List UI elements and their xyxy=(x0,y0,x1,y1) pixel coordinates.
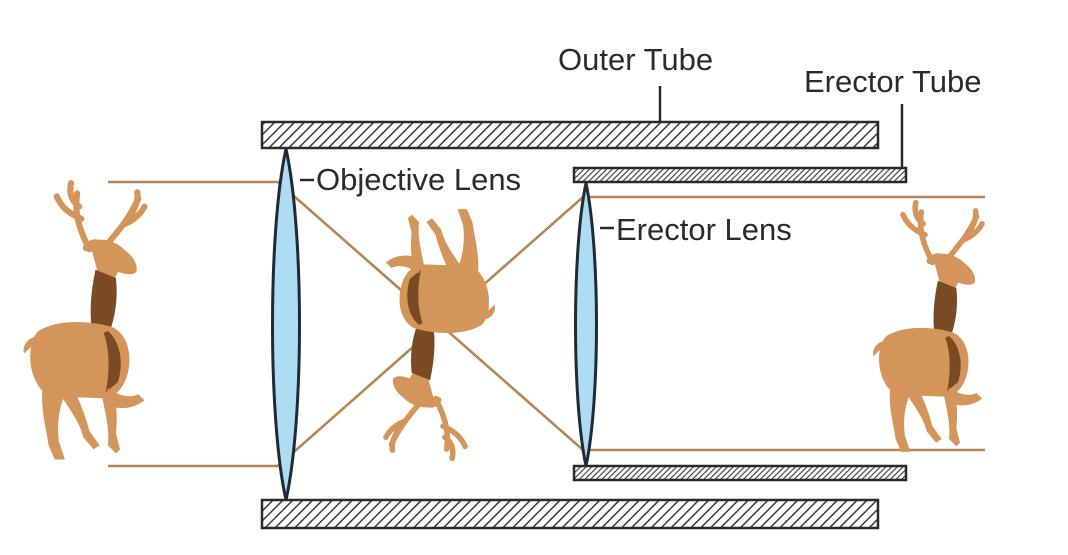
light-rays xyxy=(108,180,985,468)
deer-upright-icon xyxy=(873,203,982,452)
deer-inverted-icon xyxy=(386,209,495,458)
objective-lens xyxy=(271,148,301,501)
erector-tube-label: Erector Tube xyxy=(804,64,981,99)
objective-lens-label: Objective Lens xyxy=(316,162,521,197)
outer-tube-label: Outer Tube xyxy=(558,42,713,77)
label-leaders xyxy=(300,86,904,230)
ray-bottom xyxy=(108,195,985,468)
erector-lens xyxy=(574,182,598,467)
outer-tube-bottom-wall xyxy=(260,498,880,530)
erector-tube-top-wall xyxy=(572,166,908,184)
erector-lens-label: Erector Lens xyxy=(616,212,792,247)
deer-icon xyxy=(24,183,145,459)
outer-tube-top-wall xyxy=(260,120,880,150)
erector-tube-bottom-wall xyxy=(572,464,908,482)
ray-top xyxy=(108,180,985,452)
